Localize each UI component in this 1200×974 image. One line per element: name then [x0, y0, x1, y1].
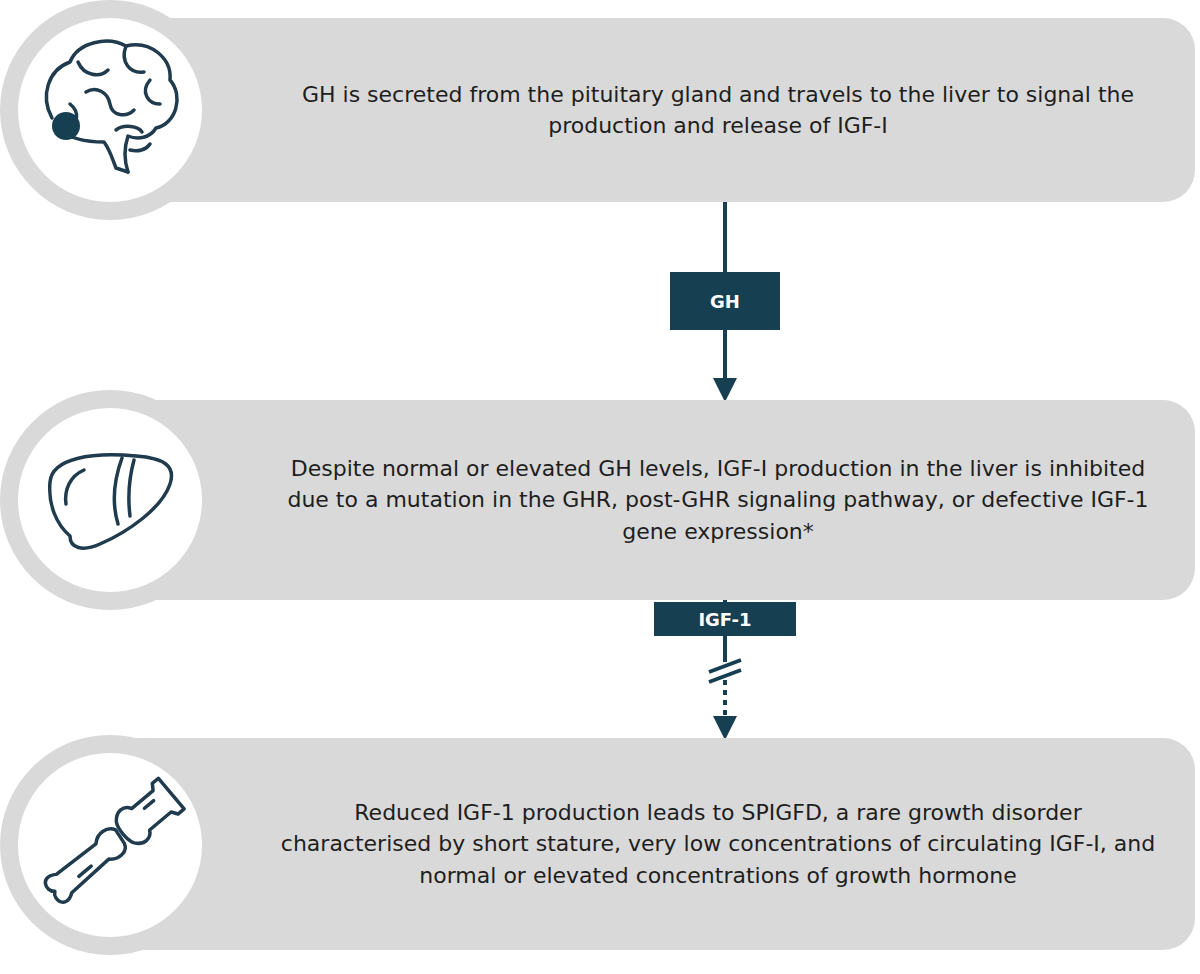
band-text: Despite normal or elevated GH levels, IG… [278, 453, 1158, 547]
icon-circle-inner [18, 408, 202, 592]
process-band: Reduced IGF-1 production leads to SPIGFD… [205, 738, 1195, 950]
icon-circle-inner [18, 18, 202, 202]
process-band: GH is secreted from the pituitary gland … [205, 18, 1195, 202]
icon-circle [0, 390, 220, 610]
signal-label: GH [670, 272, 780, 330]
icon-circle [0, 735, 220, 955]
signal-label: IGF-1 [654, 602, 796, 636]
icon-circle-inner [18, 753, 202, 937]
process-band: Despite normal or elevated GH levels, IG… [205, 400, 1195, 600]
band-text: Reduced IGF-1 production leads to SPIGFD… [278, 797, 1158, 891]
bone-icon [39, 778, 184, 909]
icon-circle [0, 0, 220, 220]
break-mark [709, 670, 741, 682]
pituitary-dot [52, 112, 80, 140]
brain-icon [46, 41, 177, 172]
band-text: GH is secreted from the pituitary gland … [278, 79, 1158, 141]
liver-icon [50, 455, 172, 548]
